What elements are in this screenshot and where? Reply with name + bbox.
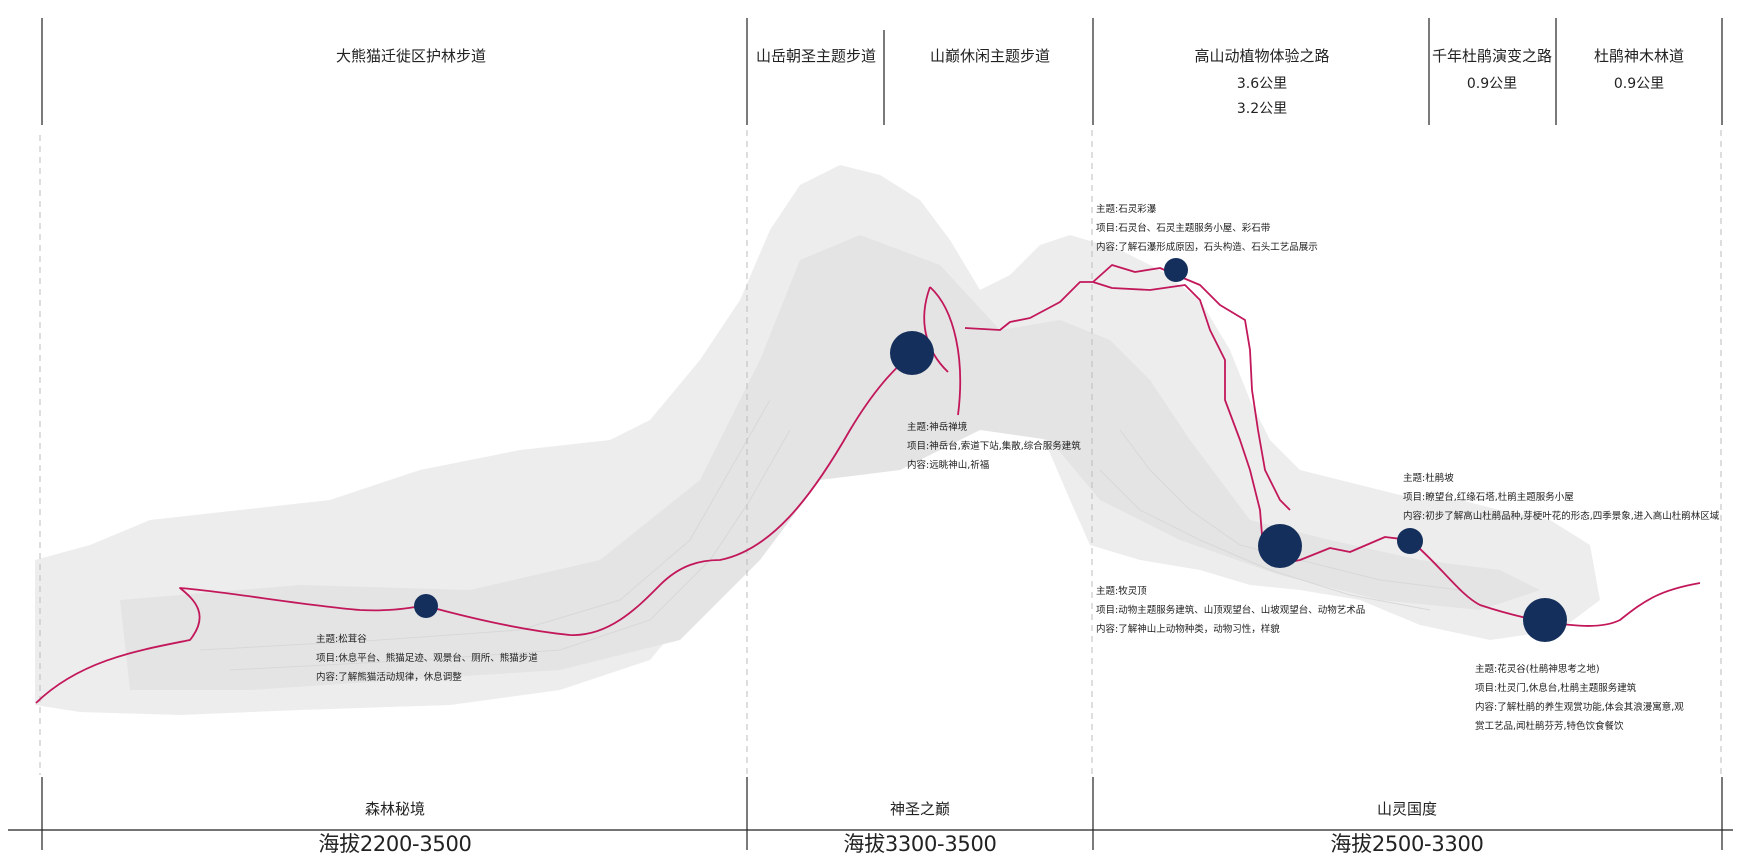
terrain-shading <box>35 165 1600 715</box>
route-nodes <box>414 258 1567 642</box>
node-muling-peak <box>1258 524 1302 568</box>
node-items: 项目:休息平台、熊猫足迹、观景台、厕所、熊猫步道 <box>316 653 538 664</box>
node-items: 项目:神岳台,索道下站,集散,综合服务建筑 <box>907 441 1081 452</box>
trail-distance-azalea-evolution: 0.9公里 <box>1466 76 1518 92</box>
node-theme: 主题:花灵谷(杜鹃神思考之地) <box>1475 664 1600 675</box>
zone-altitude-forest: 海拔2200-3500 <box>318 832 472 856</box>
node-theme: 主题:杜鹃坡 <box>1403 473 1454 484</box>
trail-title-pilgrimage: 山岳朝圣主题步道 <box>755 47 877 65</box>
trail-title-azalea-forest: 杜鹃神木林道 <box>1593 47 1685 65</box>
trail-distance-azalea-forest: 0.9公里 <box>1613 76 1665 92</box>
zone-name-spirit-land: 山灵国度 <box>1376 800 1438 818</box>
zone-name-forest: 森林秘境 <box>364 800 426 818</box>
zone-altitude-spirit-land: 海拔2500-3300 <box>1330 832 1484 856</box>
node-hualing-valley <box>1523 598 1567 642</box>
node-note-dujuan-slope: 主题:杜鹃坡 项目:瞭望台,红缘石塔,杜鹃主题服务小屋 内容:初步了解高山杜鹃品… <box>1403 469 1719 526</box>
node-theme: 主题:牧灵顶 <box>1096 586 1147 597</box>
zone-altitude-sacred-peak: 海拔3300-3500 <box>843 832 997 856</box>
node-theme: 主题:松茸谷 <box>316 634 367 645</box>
node-dujuan-slope <box>1397 528 1423 554</box>
node-items: 项目:动物主题服务建筑、山顶观望台、山坡观望台、动物艺术品 <box>1096 605 1366 616</box>
node-content: 内容:了解神山上动物种类，动物习性，样貌 <box>1096 624 1280 635</box>
node-note-hualing-valley: 主题:花灵谷(杜鹃神思考之地) 项目:杜灵门,休息台,杜鹃主题服务建筑 内容:了… <box>1475 660 1690 736</box>
node-note-shenyue-zen: 主题:神岳禅境 项目:神岳台,索道下站,集散,综合服务建筑 内容:远眺神山,祈福 <box>907 418 1081 475</box>
trail-distance-alpine-2: 3.2公里 <box>1236 101 1288 117</box>
node-content: 内容:初步了解高山杜鹃品种,芽梗叶花的形态,四季景象,进入高山杜鹃林区域 <box>1403 511 1720 522</box>
zone-footer-dividers <box>8 777 1733 850</box>
node-shenyue-zen <box>890 331 934 375</box>
node-items: 项目:杜灵门,休息台,杜鹃主题服务建筑 <box>1475 683 1637 694</box>
node-songrong-valley <box>414 594 438 618</box>
node-shiling-waterfall <box>1164 258 1188 282</box>
node-theme: 主题:神岳禅境 <box>907 422 968 433</box>
trail-header-dividers <box>41 18 1723 125</box>
trail-title-azalea-evolution: 千年杜鹃演变之路 <box>1431 47 1553 65</box>
node-note-muling-peak: 主题:牧灵顶 项目:动物主题服务建筑、山顶观望台、山坡观望台、动物艺术品 内容:… <box>1096 582 1365 639</box>
trail-title-panda: 大熊猫迁徙区护林步道 <box>335 47 487 65</box>
node-note-songrong-valley: 主题:松茸谷 项目:休息平台、熊猫足迹、观景台、厕所、熊猫步道 内容:了解熊猫活… <box>316 630 538 687</box>
node-items: 项目:瞭望台,红缘石塔,杜鹃主题服务小屋 <box>1403 492 1574 503</box>
route-lines <box>35 264 1701 704</box>
zone-name-sacred-peak: 神圣之巅 <box>889 800 951 818</box>
node-content: 内容:了解熊猫活动规律，休息调整 <box>316 672 462 683</box>
node-items: 项目:石灵台、石灵主题服务小屋、彩石带 <box>1096 223 1271 234</box>
node-note-shiling-waterfall: 主题:石灵彩瀑 项目:石灵台、石灵主题服务小屋、彩石带 内容:了解石瀑形成原因，… <box>1096 200 1318 257</box>
zone-guides <box>39 130 1722 775</box>
node-content: 内容:了解石瀑形成原因，石头构造、石头工艺品展示 <box>1096 242 1318 253</box>
trail-distance-alpine-1: 3.6公里 <box>1236 76 1288 92</box>
node-content: 内容:远眺神山,祈福 <box>907 460 990 471</box>
trail-title-summit-leisure: 山巅休闲主题步道 <box>929 47 1051 65</box>
node-content: 内容:了解杜鹃的养生观赏功能,体会其浪漫寓意,观赏工艺品,闻杜鹃芬芳,特色饮食餐… <box>1475 702 1684 732</box>
node-theme: 主题:石灵彩瀑 <box>1096 204 1157 215</box>
trail-title-alpine: 高山动植物体验之路 <box>1194 47 1330 65</box>
